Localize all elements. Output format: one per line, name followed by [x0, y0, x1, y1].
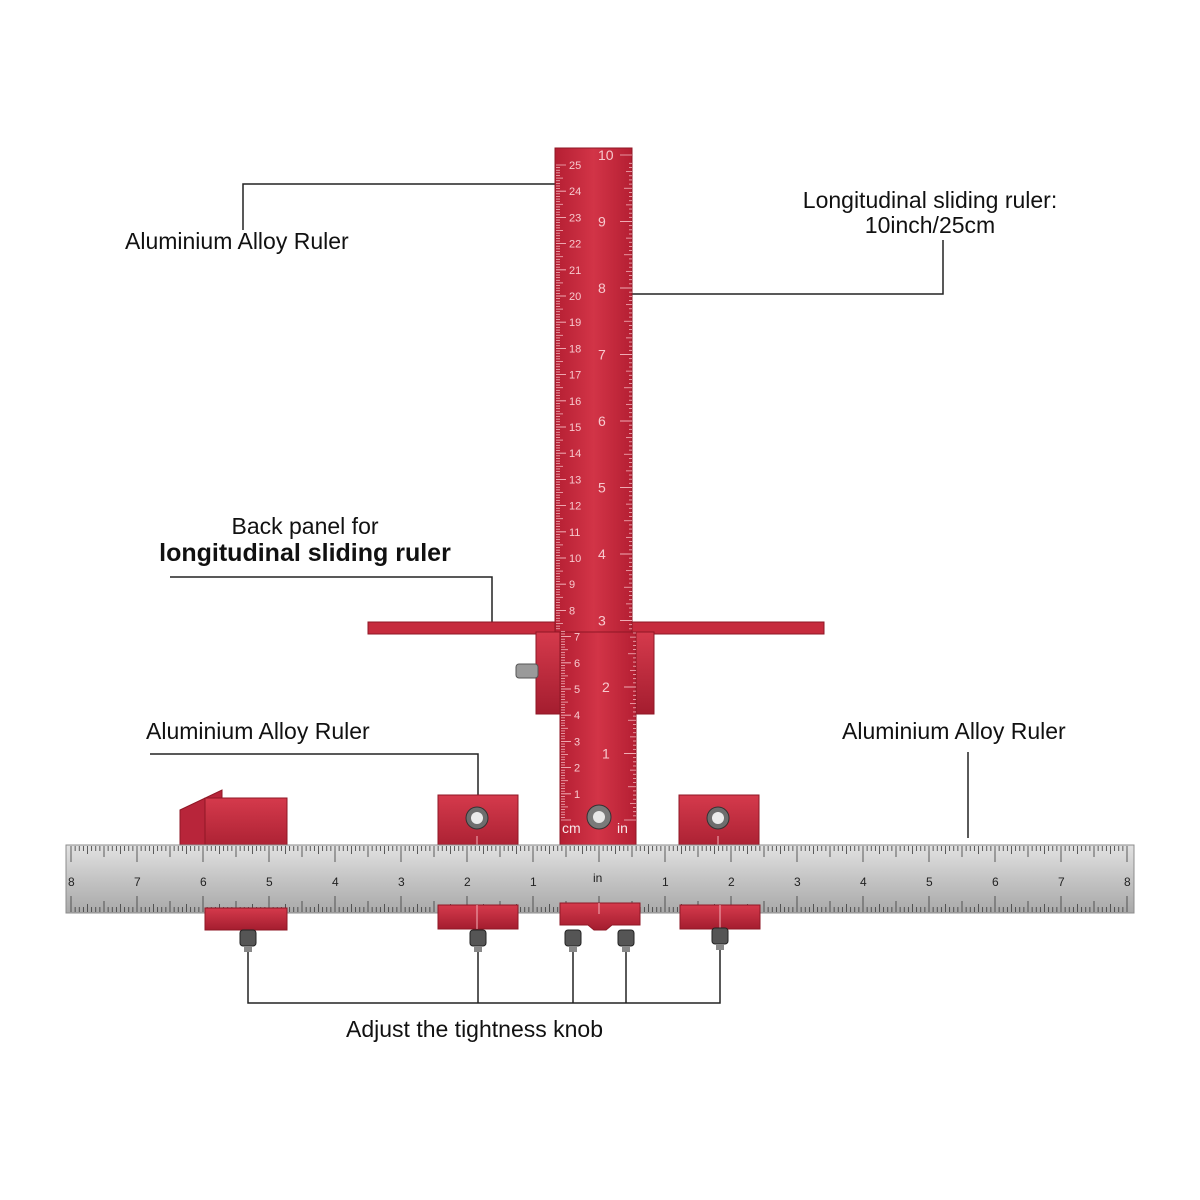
cm-mark-label: 2 [574, 763, 580, 775]
cm-mark-label: 11 [569, 527, 580, 539]
cm-mark-label: 9 [569, 579, 575, 591]
cm-mark-label: 21 [569, 265, 581, 277]
knob-1 [239, 929, 257, 952]
cm-mark-label: 6 [574, 658, 580, 670]
ruler-right-mark: 6 [992, 875, 999, 889]
in-mark-label: 1 [602, 746, 610, 762]
cm-mark-label: 20 [569, 291, 581, 303]
horizontal-ruler: 8 7 6 5 4 3 2 1 1 2 3 4 5 6 7 8 in [65, 844, 1135, 914]
cm-mark-label: 16 [569, 396, 581, 408]
cm-mark-label: 13 [569, 474, 581, 486]
cm-mark-label: 3 [574, 736, 580, 748]
ruler-right-mark: 1 [662, 875, 669, 889]
ruler-left-mark: 8 [68, 875, 75, 889]
in-mark-label: 5 [598, 480, 606, 496]
cm-mark-label: 18 [569, 343, 581, 355]
cm-mark-label: 22 [569, 239, 581, 251]
label-tightness-knob: Adjust the tightness knob [346, 1016, 603, 1042]
ruler-right-mark: 8 [1124, 875, 1131, 889]
knob-3 [564, 929, 582, 952]
ruler-right-mark: 2 [728, 875, 735, 889]
in-mark-label: 9 [598, 214, 606, 230]
leader-knobs [247, 950, 721, 1004]
in-mark-label: 2 [602, 679, 610, 695]
cm-mark-label: 25 [569, 160, 581, 172]
cm-mark-label: 24 [569, 186, 581, 198]
cm-mark-label: 10 [569, 553, 581, 565]
in-mark-label: 4 [598, 546, 606, 562]
ruler-left-mark: 1 [530, 875, 537, 889]
knob-5 [711, 927, 729, 950]
label-back-panel: Back panel for longitudinal sliding rule… [130, 513, 480, 568]
leader-top-right [605, 240, 944, 295]
label-aluminium-ruler-right: Aluminium Alloy Ruler [842, 718, 1066, 744]
cm-unit-label: cm [562, 820, 581, 836]
knob-4 [617, 929, 635, 952]
leader-lines [150, 183, 969, 1004]
label-aluminium-ruler-top: Aluminium Alloy Ruler [125, 228, 349, 254]
ruler-right-mark: 3 [794, 875, 801, 889]
label-longitudinal-line1: Longitudinal sliding ruler: [802, 187, 1058, 213]
cm-mark-label: 12 [569, 501, 581, 513]
ruler-right-mark: 4 [860, 875, 867, 889]
label-longitudinal-sliding-ruler: Longitudinal sliding ruler: 10inch/25cm [760, 187, 1100, 239]
cm-mark-label: 7 [574, 632, 580, 644]
ruler-left-mark: 3 [398, 875, 405, 889]
cm-mark-label: 23 [569, 212, 581, 224]
ruler-left-mark: 2 [464, 875, 471, 889]
in-unit-label: in [617, 820, 628, 836]
cm-mark-label: 1 [574, 789, 580, 801]
cm-mark-label: 19 [569, 317, 581, 329]
label-longitudinal-line2: 10inch/25cm [864, 212, 996, 239]
leader-top-left [242, 183, 560, 230]
tightness-knobs [239, 927, 729, 952]
cm-mark-label: 14 [569, 448, 581, 460]
in-mark-label: 3 [598, 613, 606, 629]
ruler-right-mark: 7 [1058, 875, 1065, 889]
cm-mark-label: 8 [569, 605, 575, 617]
label-back-panel-line1: Back panel for [231, 513, 379, 539]
ruler-right-mark: 5 [926, 875, 933, 889]
ruler-left-mark: 5 [266, 875, 273, 889]
in-mark-label: 8 [598, 280, 606, 296]
leader-back-panel [170, 576, 493, 622]
in-mark-label: 7 [598, 347, 606, 363]
ruler-center-label: in [593, 871, 602, 885]
ruler-left-mark: 4 [332, 875, 339, 889]
cm-mark-label: 17 [569, 370, 581, 382]
ruler-carriage: 1 2 3 4 5 6 7 1 2 cm in [515, 630, 655, 853]
cm-mark-label: 5 [574, 684, 580, 696]
in-mark-label: 6 [598, 413, 606, 429]
ruler-left-mark: 6 [200, 875, 207, 889]
label-back-panel-line2: longitudinal sliding ruler [159, 539, 451, 568]
in-mark-label: 10 [598, 147, 614, 163]
label-aluminium-ruler-left: Aluminium Alloy Ruler [146, 718, 370, 744]
ruler-left-mark: 7 [134, 875, 141, 889]
lower-clamps [204, 902, 761, 931]
leader-mid-left [150, 753, 479, 800]
cm-mark-label: 15 [569, 422, 581, 434]
knob-2 [469, 929, 487, 952]
cm-mark-label: 4 [574, 710, 580, 722]
